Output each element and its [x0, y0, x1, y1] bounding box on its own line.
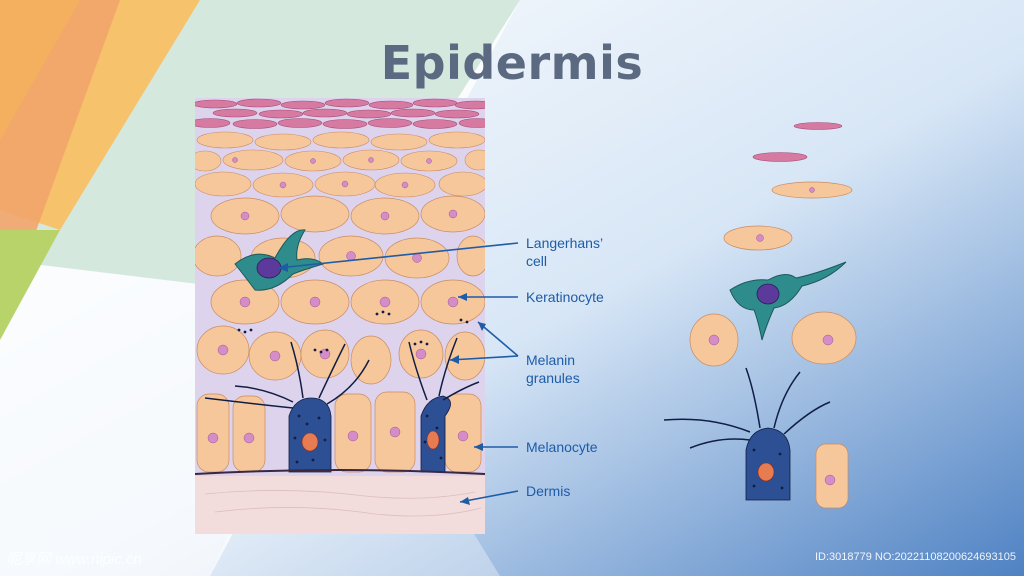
label-melanocyte: Melanocyte — [526, 439, 598, 455]
stratum-granulosum — [195, 131, 485, 198]
exploded-cell-illustration — [663, 122, 857, 509]
label-dermis: Dermis — [526, 483, 571, 499]
basement-membrane — [195, 469, 485, 475]
langerhans-cell-shape — [234, 229, 325, 291]
melanin-granules-dots — [237, 310, 469, 464]
label-keratinocyte: Keratinocyte — [526, 289, 604, 305]
page-title: Epidermis — [380, 36, 644, 90]
watermark-site: 昵享网 www.nipic.cn — [6, 551, 142, 568]
watermark-id: ID:3018779 NO:20221108200624693105 — [814, 551, 1016, 563]
label-melanin-granules: Melanin granules — [526, 352, 580, 386]
side-melanocyte — [663, 367, 831, 501]
dermis-layer — [195, 476, 485, 534]
label-langerhans-cell: Langerhans’ cell — [526, 235, 603, 269]
melanocyte-dendrites — [204, 337, 480, 409]
dermis-fibers — [204, 490, 482, 517]
stratum-corneum — [195, 98, 485, 129]
epidermis-cross-section — [195, 98, 485, 534]
side-langerhans-cell — [729, 261, 847, 341]
melanocyte-nuclei — [301, 430, 440, 452]
